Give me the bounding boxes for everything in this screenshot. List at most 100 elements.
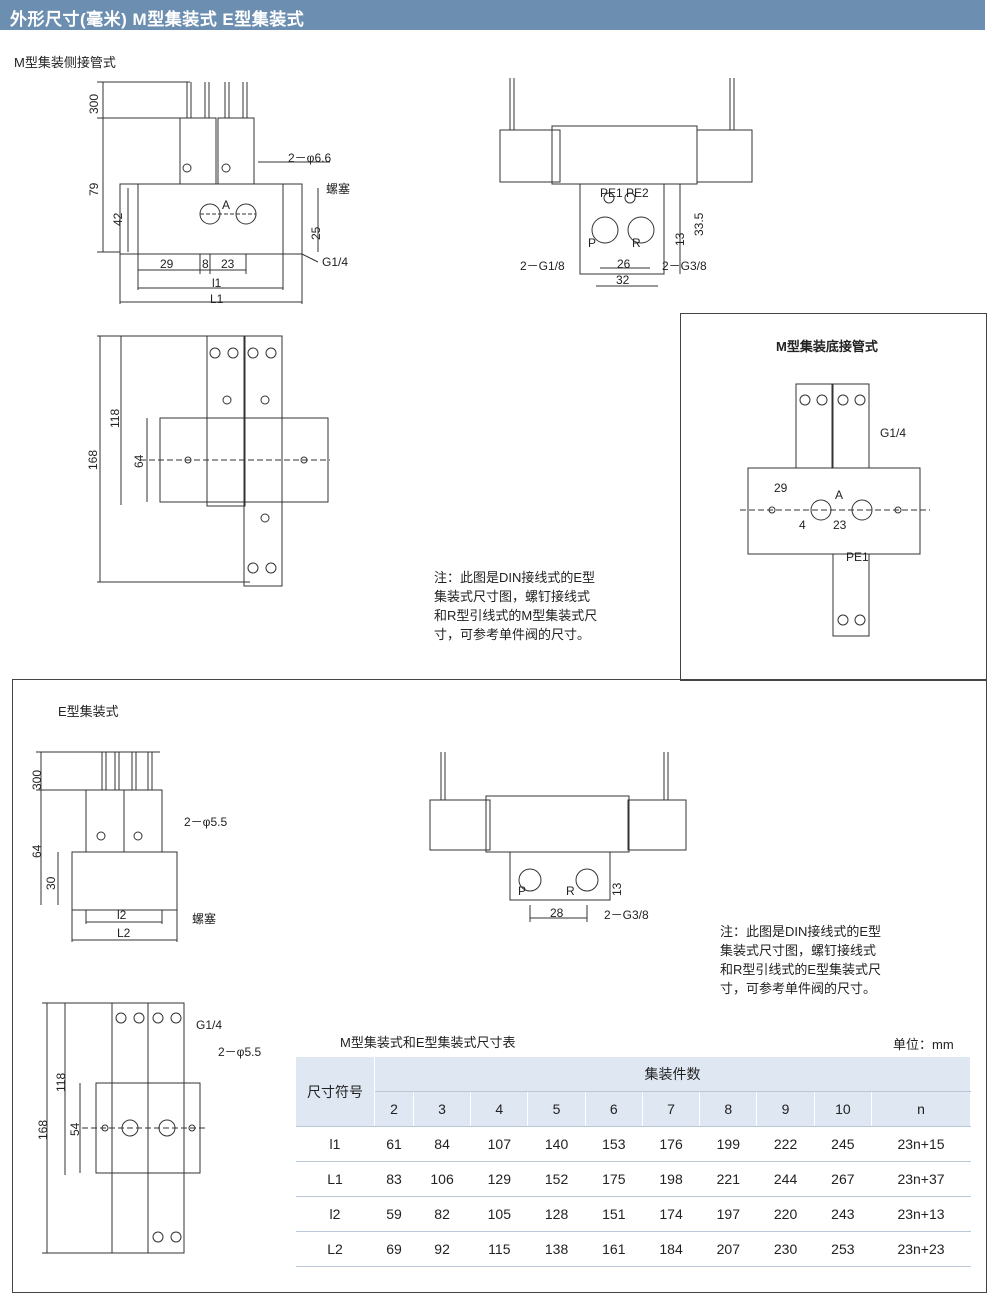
dim-4-bottom: 4 (799, 518, 806, 532)
dim-L2: L2 (117, 926, 131, 940)
table-cell: 199 (699, 1126, 758, 1162)
dim-l1: l1 (212, 276, 222, 290)
dim-23-bottom: 23 (833, 518, 847, 532)
port-a-bottom: A (835, 488, 844, 502)
table-cell: 184 (642, 1231, 701, 1267)
table-cell: 23n+13 (871, 1196, 971, 1232)
table-cell: 84 (413, 1126, 472, 1162)
table-cell: 175 (585, 1161, 643, 1197)
row-symbol: l2 (296, 1196, 375, 1232)
count-header: 10 (814, 1091, 873, 1127)
table-cell: 174 (642, 1196, 701, 1232)
section-m-bottom: M型集装底接管式 (776, 339, 878, 354)
count-header: 5 (527, 1091, 586, 1127)
dim-13: 13 (673, 232, 687, 246)
dim-hole-66: 2－φ6.6 (288, 151, 332, 165)
dim-118: 118 (108, 408, 122, 428)
m-top-view (97, 335, 330, 587)
table-cell: 107 (470, 1126, 529, 1162)
table-cell: 253 (814, 1231, 873, 1267)
plug-label-e: 螺塞 (192, 912, 217, 926)
port-p: P (588, 236, 597, 250)
count-header: 4 (470, 1091, 529, 1127)
dim-e-64: 64 (30, 844, 44, 858)
table-cell: 198 (642, 1161, 701, 1197)
dim-29: 29 (160, 257, 174, 271)
table-cell: 106 (413, 1161, 472, 1197)
plug-label: 螺塞 (326, 182, 351, 196)
dim-32: 32 (616, 273, 630, 287)
table-cell: 207 (699, 1231, 758, 1267)
dim-e-g38: 2－G3/8 (604, 908, 649, 922)
dim-l2: l2 (117, 908, 127, 922)
table-cell: 140 (527, 1126, 586, 1162)
section-e-type: E型集装式 (58, 704, 119, 719)
section-m-side: M型集装侧接管式 (14, 55, 116, 70)
table-row: l2 59 82 105 128 151 174 197 220 243 23n… (296, 1196, 971, 1232)
dim-e-top-hole: 2－φ5.5 (218, 1045, 262, 1059)
dim-e-hole: 2－φ5.5 (184, 815, 228, 829)
dim-25: 25 (309, 226, 323, 240)
table-cell: 220 (756, 1196, 815, 1232)
table-cell: 82 (413, 1196, 472, 1232)
table-cell: 138 (527, 1231, 586, 1267)
port-e-g14: G1/4 (196, 1018, 223, 1032)
dim-e-30: 30 (44, 876, 58, 890)
table-cell: 23n+15 (871, 1126, 971, 1162)
dim-e-168: 168 (36, 1119, 50, 1140)
table-cell: 245 (814, 1126, 873, 1162)
dim-e-300: 300 (30, 769, 44, 790)
row-symbol: L1 (296, 1161, 375, 1197)
dim-28: 28 (550, 906, 564, 920)
m-bottom-frame (680, 313, 987, 681)
table-cell: 105 (470, 1196, 529, 1232)
table-cell: 83 (374, 1161, 414, 1197)
e-top-view (42, 1002, 205, 1254)
dim-29-bottom: 29 (774, 481, 788, 495)
table-unit: 单位：mm (893, 1037, 954, 1052)
table-cell: 128 (527, 1196, 586, 1232)
count-header: 6 (585, 1091, 643, 1127)
count-header: 9 (756, 1091, 815, 1127)
table-cell: 152 (527, 1161, 586, 1197)
e-front-view (429, 752, 687, 922)
m-side-view (97, 81, 330, 304)
dim-23: 23 (221, 257, 235, 271)
row-symbol: L2 (296, 1231, 375, 1267)
e-side-view (36, 751, 178, 942)
symbol-header: 尺寸符号 (296, 1057, 375, 1127)
table-row: l1 61 84 107 140 153 176 199 222 245 23n… (296, 1126, 971, 1162)
table-cell: 243 (814, 1196, 873, 1232)
table-cell: 23n+37 (871, 1161, 971, 1197)
port-g14-bottom: G1/4 (880, 426, 907, 440)
port-a: A (222, 198, 231, 212)
dim-300: 300 (87, 93, 101, 114)
table-cell: 59 (374, 1196, 414, 1232)
dimension-table: 尺寸符号 集装件数 2 3 4 5 6 7 8 9 10 n l1 61 84 … (296, 1057, 971, 1267)
table-cell: 115 (470, 1231, 529, 1267)
count-header: 2 (374, 1091, 414, 1127)
count-header: n (871, 1091, 971, 1127)
m-front-view (499, 78, 753, 287)
count-header: 7 (642, 1091, 701, 1127)
port-r-e: R (566, 884, 575, 898)
table-cell: 197 (699, 1196, 758, 1232)
row-symbol: l1 (296, 1126, 375, 1162)
port-pe1-bottom: PE1 (846, 550, 869, 564)
table-cell: 69 (374, 1231, 414, 1267)
table-cell: 267 (814, 1161, 873, 1197)
table-cell: 222 (756, 1126, 815, 1162)
table-cell: 244 (756, 1161, 815, 1197)
dim-26: 26 (617, 257, 631, 271)
table-cell: 151 (585, 1196, 643, 1232)
table-cell: 153 (585, 1126, 643, 1162)
dim-e-13: 13 (610, 882, 624, 896)
table-cell: 92 (413, 1231, 472, 1267)
dim-e-118: 118 (54, 1072, 68, 1092)
count-header: 8 (699, 1091, 758, 1127)
note-e: 注：此图是DIN接线式的E型 集装式尺寸图，螺钉接线式 和R型引线式的E型集装式… (720, 924, 882, 996)
dim-33-5: 33.5 (692, 212, 706, 236)
table-cell: 230 (756, 1231, 815, 1267)
table-row: L1 83 106 129 152 175 198 221 244 267 23… (296, 1161, 971, 1197)
